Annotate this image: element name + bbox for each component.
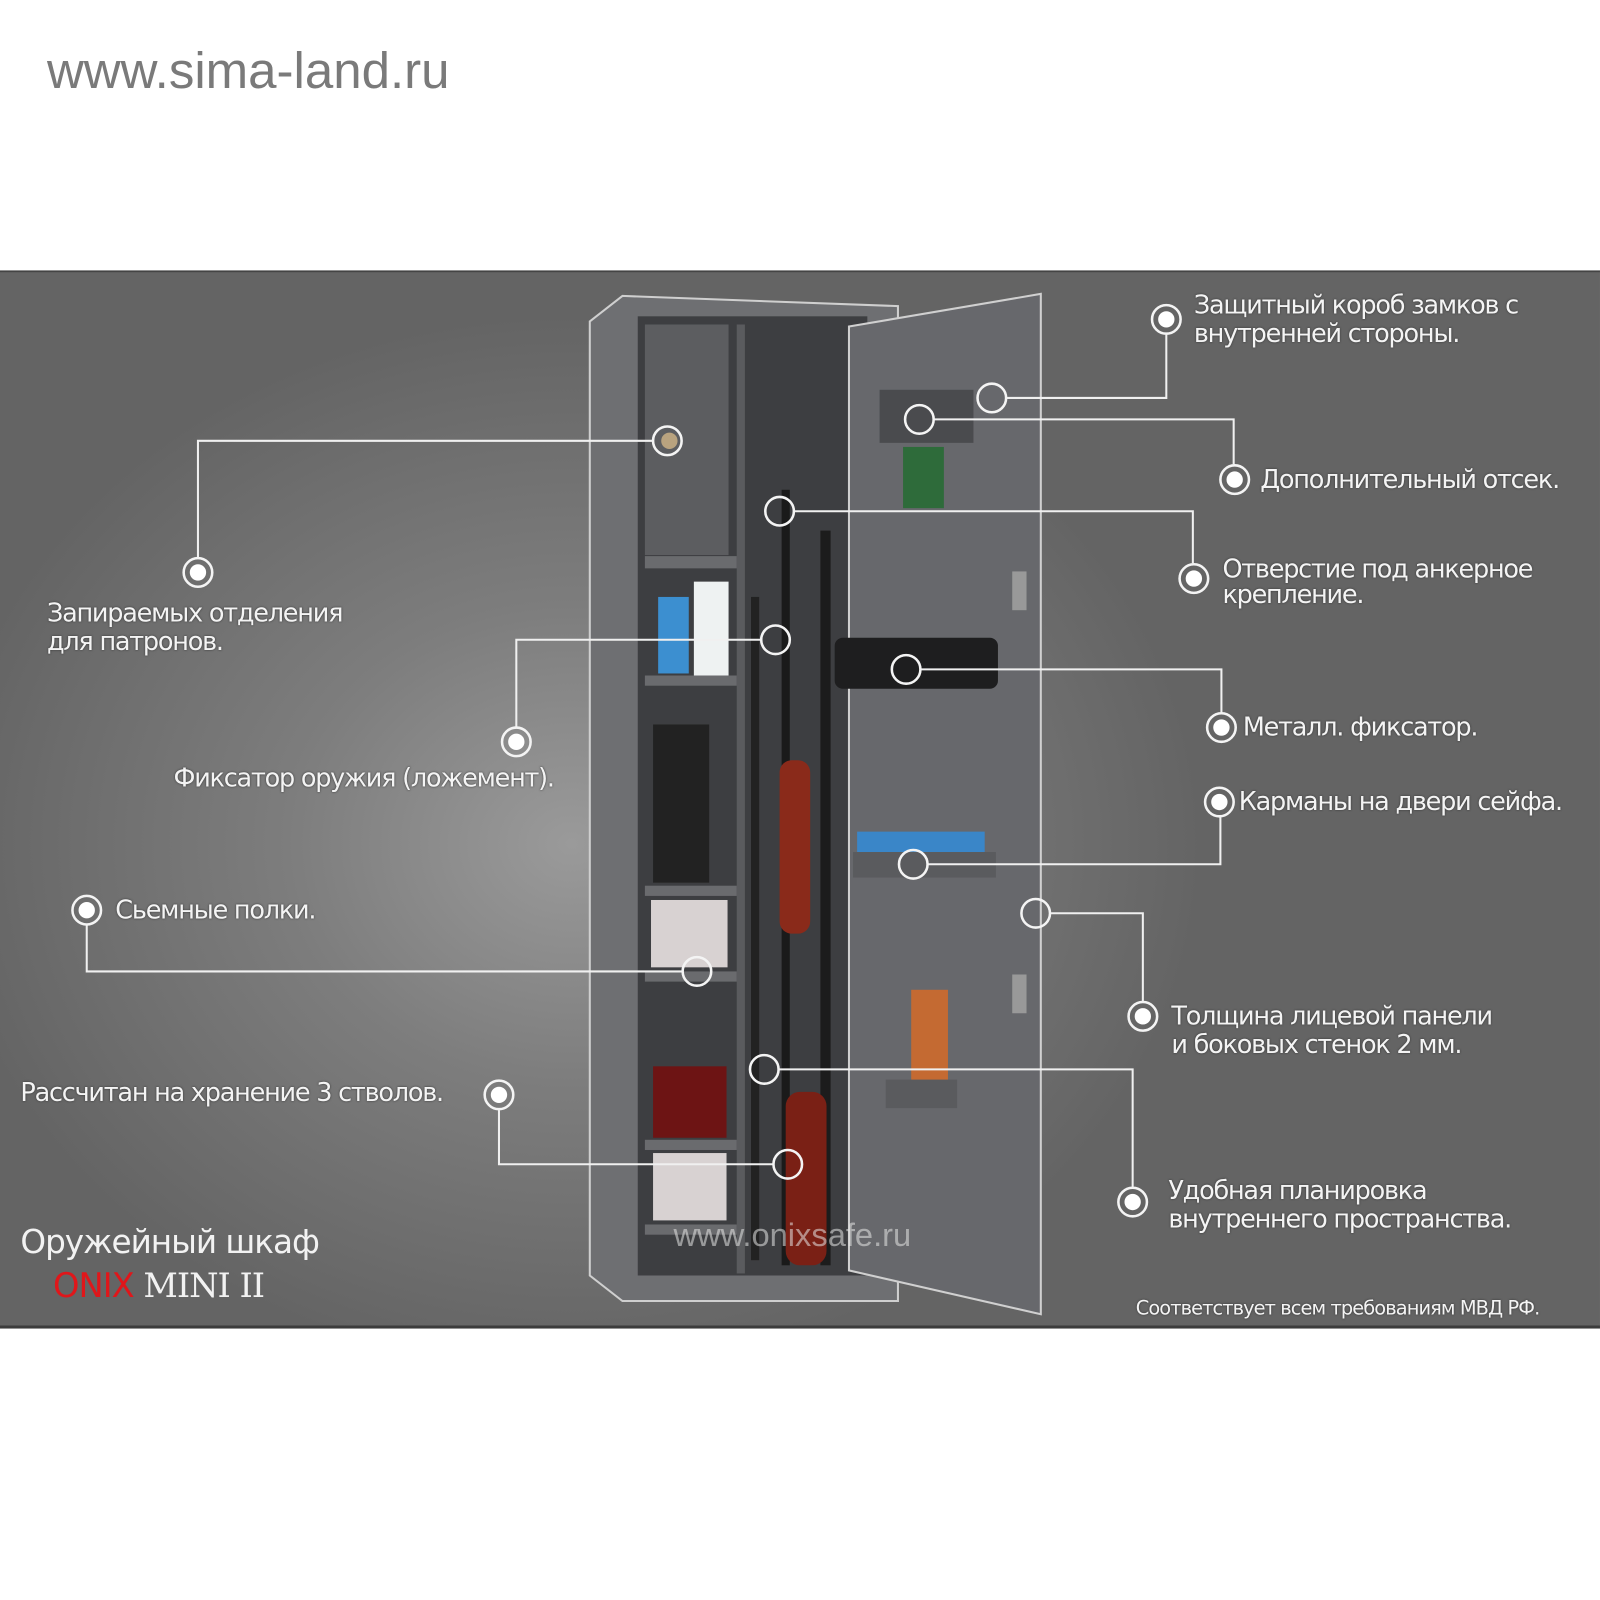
brand-name: ONIX [53,1265,135,1306]
site-url[interactable]: www.sima-land.ru [46,41,450,99]
key-lock-icon [661,432,678,449]
safe-door [834,292,1042,1316]
metal-fixer [834,637,998,689]
shelf [644,1139,737,1150]
product-title: Оружейный шкаф [20,1222,319,1262]
shelf [644,885,737,896]
callout-extra-compartment: Дополнительный отсек. [1260,464,1560,494]
shelf [644,971,737,982]
model-name: MINI II [133,1265,265,1306]
watermark: www.onixsafe.ru [673,1216,912,1254]
callout-shelves: Сьемные полки. [115,894,316,925]
callout-gun-holder: Фиксатор оружия (ложемент). [173,763,555,793]
target-rings [651,382,1052,1180]
bullet-icons [71,303,1251,1218]
cartridge-pocket [857,831,985,853]
callout-metal-fixer: Металл. фиксатор. [1242,712,1479,742]
callout-lines [85,334,1235,1187]
callout-door-pockets: Карманы на двери сейфа. [1238,786,1563,817]
safe-body [588,294,899,1303]
product-model: ONIX MINI II [53,1265,265,1306]
ammo-compartment [644,324,729,556]
shelf [644,1224,737,1235]
shelf [644,675,737,686]
compliance-note: Соответствует всем требованиям МВД РФ. [1135,1296,1541,1320]
callout-barrels: Рассчитан на хранение 3 стволов. [20,1077,444,1108]
